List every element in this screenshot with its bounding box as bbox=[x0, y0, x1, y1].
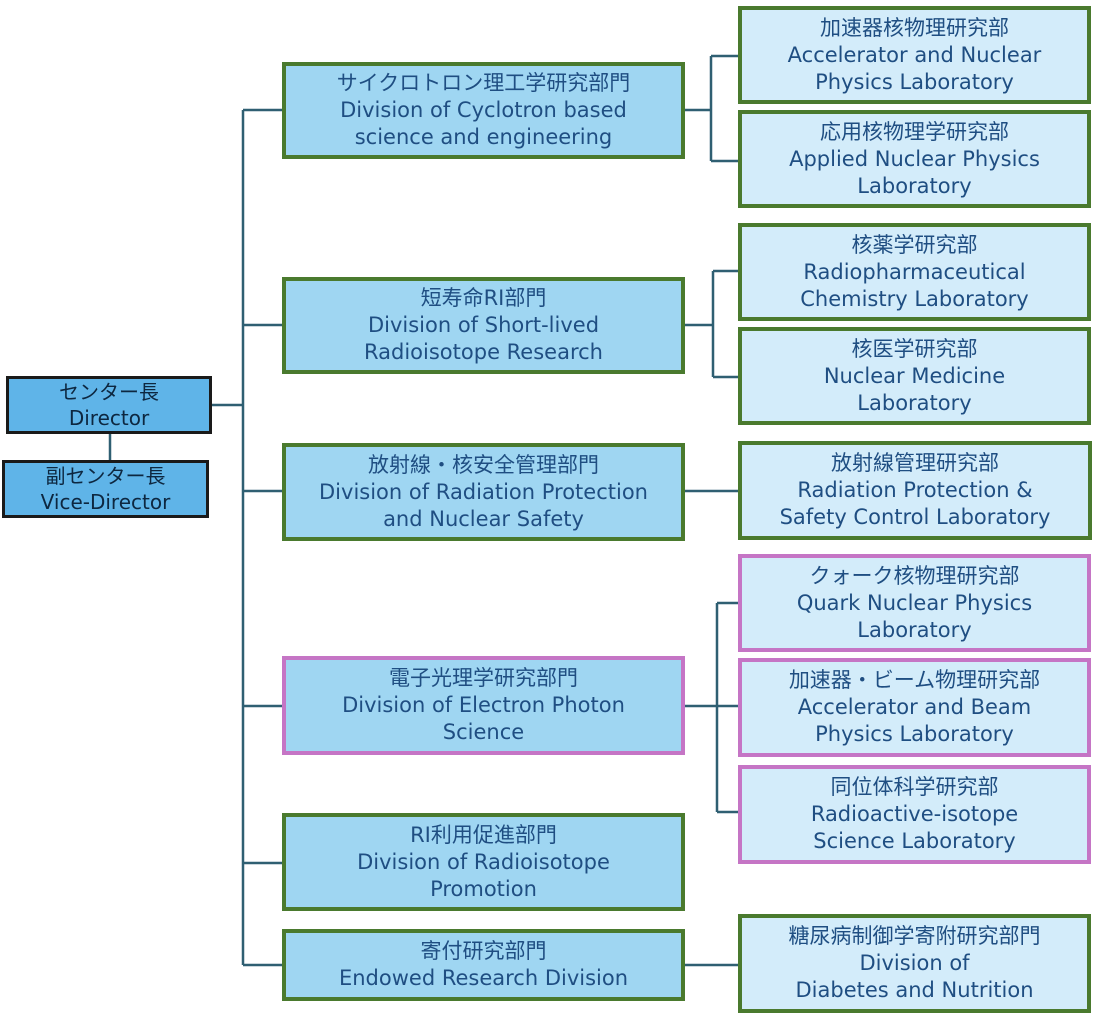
lab-en-line: Radioactive-isotope bbox=[810, 802, 1019, 826]
lab-en-line: Science Laboratory bbox=[813, 829, 1016, 853]
lab-ja: クォーク核物理研究部 bbox=[809, 563, 1020, 588]
division-radiation-protection: 放射線・核安全管理部門 Division of Radiation Protec… bbox=[282, 443, 685, 541]
vice-director-box: 副センター長 Vice-Director bbox=[2, 460, 209, 518]
division-en-line: science and engineering bbox=[354, 125, 613, 149]
lab-nuclear-medicine: 核医学研究部 Nuclear Medicine Laboratory bbox=[738, 327, 1091, 425]
lab-en-line: Radiopharmaceutical bbox=[803, 259, 1026, 284]
division-en-line: Radioisotope Research bbox=[364, 340, 603, 364]
vice-director-en: Vice-Director bbox=[40, 490, 171, 514]
lab-en-line: Safety Control Laboratory bbox=[779, 505, 1051, 529]
lab-en-line: Accelerator and Nuclear bbox=[787, 42, 1042, 67]
division-en-line: Science bbox=[442, 720, 525, 744]
division-en-line: Endowed Research Division bbox=[338, 966, 629, 990]
division-en-line: Division of Radioisotope bbox=[357, 849, 610, 874]
lab-accelerator-nuclear: 加速器核物理研究部 Accelerator and Nuclear Physic… bbox=[738, 6, 1091, 104]
connector-group bbox=[108, 54, 739, 967]
lab-en-line: Quark Nuclear Physics bbox=[796, 590, 1033, 615]
vice-director-ja: 副センター長 bbox=[45, 464, 166, 488]
division-en-line: Division of Electron Photon bbox=[342, 693, 625, 717]
lab-ja: 核薬学研究部 bbox=[851, 232, 978, 257]
lab-en-line: Applied Nuclear Physics bbox=[789, 146, 1040, 171]
lab-en-line: Chemistry Laboratory bbox=[800, 286, 1029, 311]
division-ja: 放射線・核安全管理部門 bbox=[368, 452, 599, 477]
lab-ja: 加速器核物理研究部 bbox=[820, 15, 1009, 40]
lab-radiopharmaceutical: 核薬学研究部 Radiopharmaceutical Chemistry Lab… bbox=[738, 223, 1091, 321]
lab-applied-nuclear: 応用核物理学研究部 Applied Nuclear Physics Labora… bbox=[738, 110, 1091, 208]
lab-radioactive-isotope: 同位体科学研究部 Radioactive-isotope Science Lab… bbox=[738, 765, 1091, 864]
lab-diabetes-nutrition: 糖尿病制御学寄附研究部門 Division of Diabetes and Nu… bbox=[738, 914, 1091, 1013]
lab-en-line: Diabetes and Nutrition bbox=[795, 978, 1034, 1002]
lab-en-line: Laboratory bbox=[857, 390, 972, 415]
lab-ja: 放射線管理研究部 bbox=[831, 451, 999, 475]
division-ja: 短寿命RI部門 bbox=[420, 286, 547, 310]
lab-ja: 同位体科学研究部 bbox=[830, 775, 999, 799]
lab-en-line: Accelerator and Beam bbox=[797, 695, 1032, 719]
division-ri-promotion: RI利用促進部門 Division of Radioisotope Promot… bbox=[282, 813, 685, 911]
lab-quark-nuclear: クォーク核物理研究部 Quark Nuclear Physics Laborat… bbox=[738, 554, 1091, 652]
lab-en-line: Physics Laboratory bbox=[815, 722, 1014, 746]
division-en-line: and Nuclear Safety bbox=[383, 506, 584, 531]
lab-radiation-safety: 放射線管理研究部 Radiation Protection & Safety C… bbox=[738, 441, 1092, 540]
division-ja: 電子光理学研究部門 bbox=[389, 666, 578, 690]
division-electron-photon: 電子光理学研究部門 Division of Electron Photon Sc… bbox=[282, 656, 685, 755]
division-short-lived-ri: 短寿命RI部門 Division of Short-lived Radioiso… bbox=[282, 277, 685, 374]
director-ja: センター長 bbox=[59, 380, 159, 404]
lab-ja: 核医学研究部 bbox=[851, 336, 978, 361]
lab-en-line: Radiation Protection & bbox=[797, 478, 1033, 502]
division-en-line: Promotion bbox=[430, 876, 537, 901]
division-ja: 寄付研究部門 bbox=[420, 939, 547, 963]
director-box: センター長 Director bbox=[6, 376, 212, 434]
division-endowed: 寄付研究部門 Endowed Research Division bbox=[282, 929, 685, 1001]
lab-en-line: Nuclear Medicine bbox=[823, 363, 1006, 388]
lab-ja: 加速器・ビーム物理研究部 bbox=[788, 668, 1041, 692]
division-en-line: Division of Radiation Protection bbox=[319, 479, 648, 504]
lab-en-line: Laboratory bbox=[857, 173, 972, 198]
lab-en-line: Physics Laboratory bbox=[815, 69, 1014, 94]
division-en-line: Division of Short-lived bbox=[367, 313, 600, 337]
division-ja: RI利用促進部門 bbox=[410, 822, 557, 847]
lab-ja: 糖尿病制御学寄附研究部門 bbox=[788, 924, 1041, 948]
lab-ja: 応用核物理学研究部 bbox=[820, 119, 1009, 144]
division-cyclotron: サイクロトロン理工学研究部門 Division of Cyclotron bas… bbox=[282, 62, 685, 159]
lab-accelerator-beam: 加速器・ビーム物理研究部 Accelerator and Beam Physic… bbox=[738, 658, 1091, 757]
division-ja: サイクロトロン理工学研究部門 bbox=[336, 71, 631, 95]
lab-en-line: Laboratory bbox=[857, 617, 972, 642]
division-en-line: Division of Cyclotron based bbox=[340, 98, 627, 122]
lab-en-line: Division of bbox=[859, 951, 970, 975]
director-en: Director bbox=[68, 406, 150, 430]
